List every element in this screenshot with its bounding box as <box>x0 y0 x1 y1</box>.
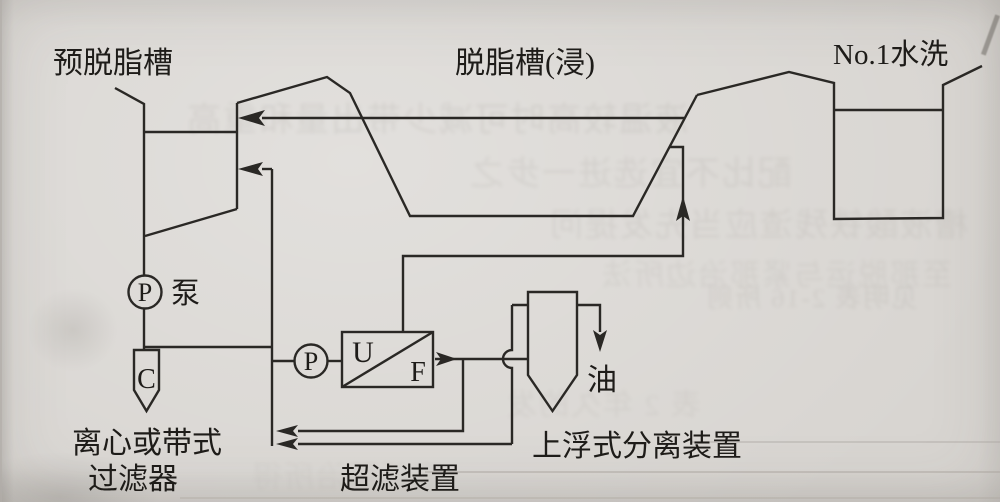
label-flotation-unit: 上浮式分离装置 <box>532 430 742 463</box>
pre-degrease-tank-bottom <box>144 207 238 238</box>
pump1-circle <box>127 274 163 310</box>
flotation-separator-shape <box>526 290 579 414</box>
label-pre-degrease-tank: 预脱脂槽 <box>53 47 173 80</box>
rinse-tank-outline <box>696 64 983 221</box>
arrow-left-icon <box>276 438 298 450</box>
label-rinse-tank: No.1水洗 <box>833 38 948 71</box>
uf-letter-u: U <box>352 336 374 369</box>
label-pump: 泵 <box>171 278 200 310</box>
bleedthrough-rule <box>425 471 1000 473</box>
arrow-left-icon <box>238 110 265 126</box>
centrifugal-filter-shape <box>132 348 161 414</box>
uf-letter-f: F <box>410 357 426 388</box>
label-filter-line1: 离心或带式 <box>72 427 222 460</box>
arrow-up-icon <box>676 196 690 221</box>
oil-outlet-pipe <box>577 303 602 332</box>
arrow-down-icon <box>593 330 607 352</box>
uf-recycle-branch-pipe <box>298 359 465 433</box>
bleedthrough-rule <box>690 441 1000 443</box>
uf-module-box <box>340 330 435 389</box>
pump1-symbol: P <box>138 278 152 307</box>
arrow-right-icon <box>436 352 457 366</box>
paper-crease-shadow <box>28 288 118 372</box>
label-uf-unit: 超滤装置 <box>340 463 460 496</box>
label-oil: 油 <box>587 364 617 397</box>
permeate-return-pipe <box>401 145 685 332</box>
filter-symbol: C <box>137 364 156 395</box>
pump2-circle <box>293 343 329 379</box>
label-filter-line2: 过滤器 <box>88 463 178 496</box>
flotation-standpipe <box>501 303 528 444</box>
degrease-tank-outline <box>236 75 699 218</box>
pump2-symbol: P <box>304 347 318 376</box>
label-degrease-tank: 脱脂槽(浸) <box>455 47 595 80</box>
pre-degrease-tank-left-wall <box>114 86 146 276</box>
arrow-left-icon <box>276 425 298 437</box>
bleedthrough-rule <box>180 497 1000 499</box>
arrow-left-icon <box>238 162 263 176</box>
page-edge-line <box>0 0 2 502</box>
uf-membrane-diagonal <box>341 330 434 389</box>
